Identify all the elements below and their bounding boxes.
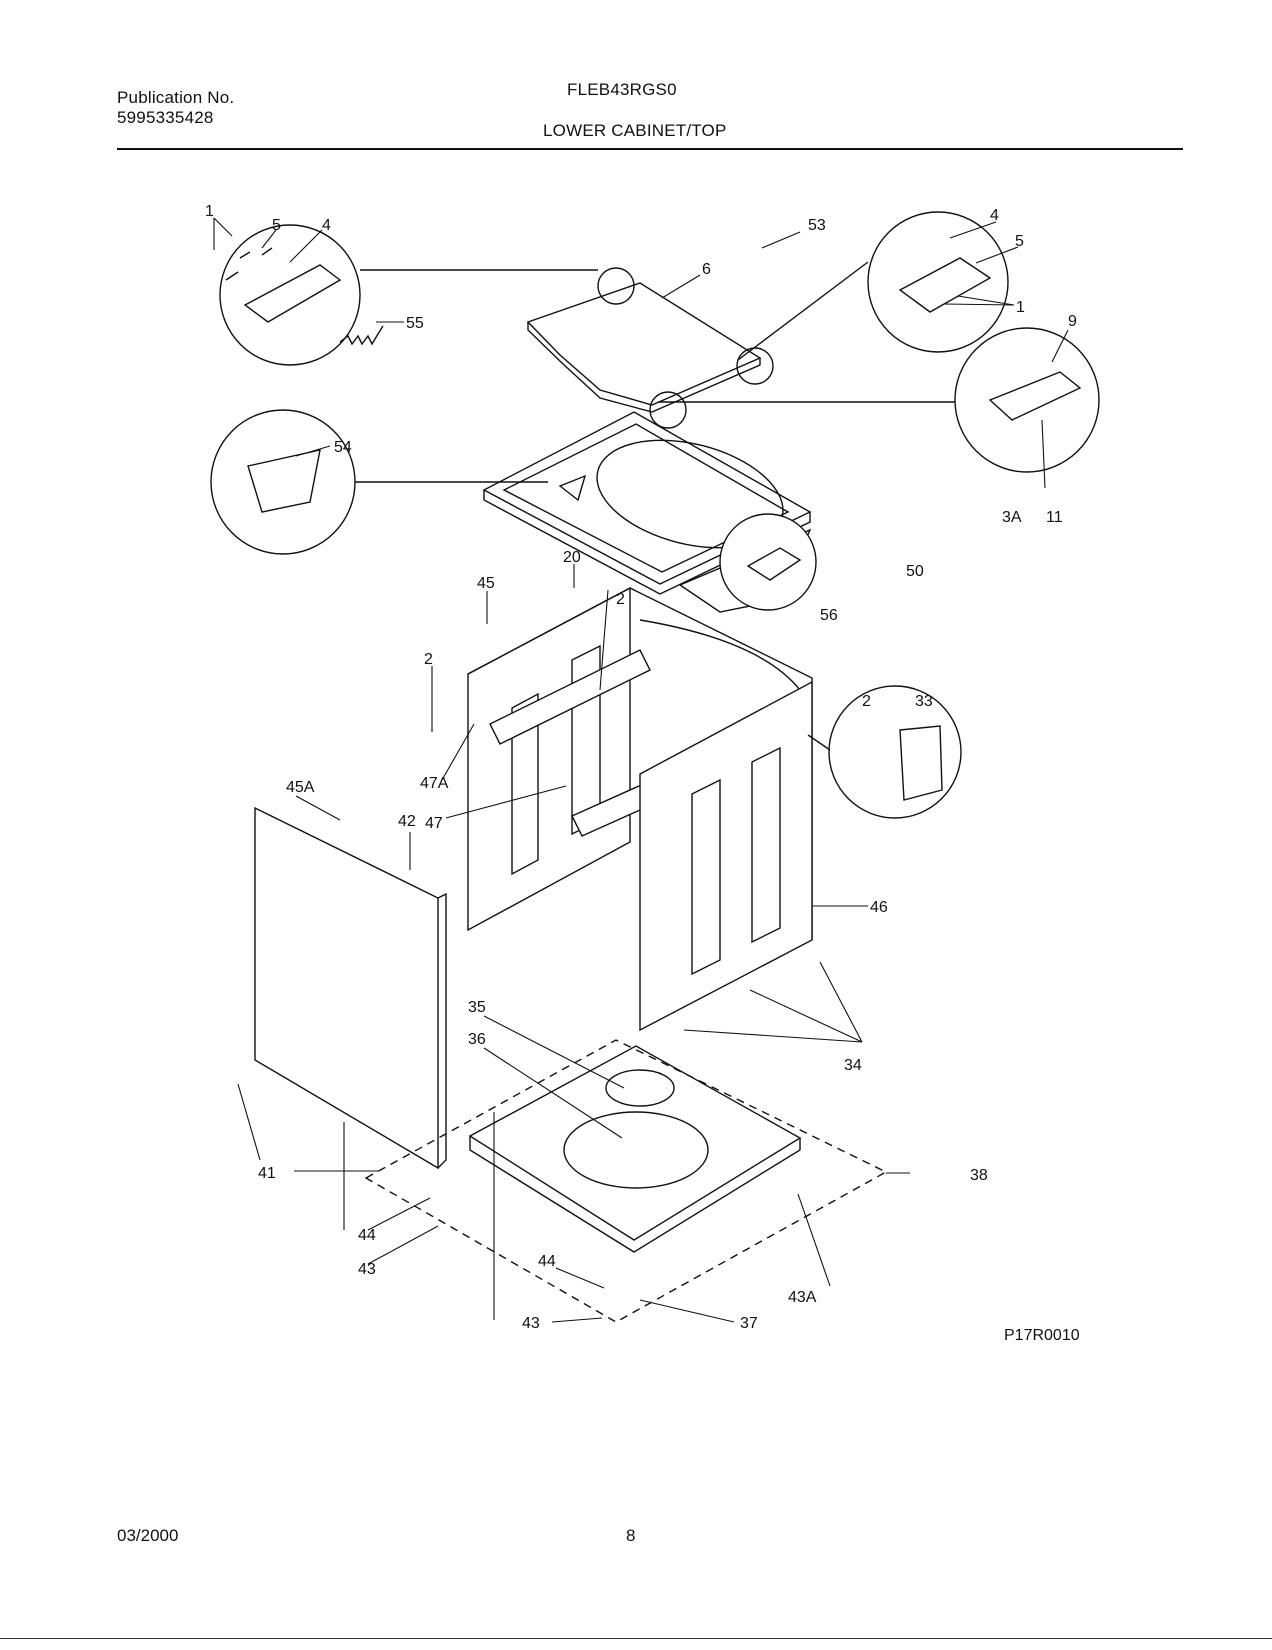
label-47A: 47A (420, 775, 449, 792)
dispenser-part (247, 449, 321, 513)
label-34: 34 (844, 1057, 862, 1074)
lid-part (526, 282, 762, 406)
bracket-part (899, 725, 943, 801)
label-35: 35 (468, 999, 486, 1016)
drawing-id: P17R0010 (1004, 1327, 1080, 1344)
section-title: LOWER CABINET/TOP (543, 121, 727, 140)
header-rule (117, 148, 1183, 150)
hinge-detail-right (867, 211, 1009, 353)
label-41: 41 (258, 1165, 276, 1182)
label-5: 5 (272, 217, 281, 234)
label-9: 9 (1068, 313, 1077, 330)
label-37: 37 (740, 1315, 758, 1332)
label-45: 45 (477, 575, 495, 592)
top-cover-edge (483, 490, 811, 595)
label-55: 55 (406, 315, 424, 332)
label-11: 11 (1046, 509, 1063, 526)
top-cover-inner (502, 423, 790, 573)
hinge-screws-left (225, 247, 273, 281)
hinge-bracket-right (898, 257, 992, 313)
label-1: 1 (205, 203, 214, 220)
side-panel-slot-a (691, 778, 721, 976)
base-hub (563, 1111, 709, 1189)
model-number: FLEB43RGS0 (567, 80, 677, 99)
side-panel-slot-b (751, 746, 781, 944)
hinge-bracket-left (243, 264, 342, 323)
base-part (468, 1045, 802, 1241)
label-2-left: 2 (424, 651, 433, 668)
dispenser-opening (558, 474, 587, 502)
hinge-callout-circle-c (649, 391, 687, 429)
label-2-right: 2 (862, 693, 871, 710)
label-33: 33 (915, 693, 933, 710)
bracket-detail (828, 685, 962, 819)
hinge-detail-9 (954, 327, 1100, 473)
front-panel-edge (437, 892, 447, 1169)
side-panel (639, 680, 813, 1032)
page-number: 8 (626, 1526, 636, 1545)
label-43A: 43A (788, 1289, 817, 1306)
label-44-left: 44 (358, 1227, 376, 1244)
tub-seal-35 (605, 1069, 675, 1107)
label-47: 47 (425, 815, 443, 832)
hinge-block (988, 371, 1082, 421)
callout-line-33 (807, 734, 831, 751)
label-43-bottom: 43 (522, 1315, 540, 1332)
label-6: 6 (702, 261, 711, 278)
label-2-top: 2 (616, 591, 625, 608)
label-46: 46 (870, 899, 888, 916)
label-5-right: 5 (1015, 233, 1024, 250)
label-53: 53 (808, 217, 826, 234)
label-20: 20 (563, 549, 581, 566)
brace-47A (489, 649, 651, 745)
rear-panel (467, 586, 631, 932)
hinge-detail-left (219, 224, 361, 366)
hinge-callout-circle-a (597, 267, 635, 305)
label-45A: 45A (286, 779, 315, 796)
label-43-left: 43 (358, 1261, 376, 1278)
label-56: 56 (820, 607, 838, 624)
label-1-right: 1 (1016, 299, 1025, 316)
base-edge (469, 1136, 801, 1253)
footer-date: 03/2000 (117, 1526, 179, 1545)
label-38: 38 (970, 1167, 988, 1184)
label-4-right: 4 (990, 207, 999, 224)
leader-lines (213, 217, 1069, 1323)
label-50: 50 (906, 563, 924, 580)
switch-part (746, 547, 802, 581)
label-42: 42 (398, 813, 416, 830)
publication-number: 5995335428 (117, 108, 214, 127)
switch-detail (719, 513, 817, 611)
label-54: 54 (334, 439, 352, 456)
bottom-rule (0, 1638, 1272, 1639)
rear-panel-slot-a (511, 692, 539, 876)
publication-label: Publication No. (117, 88, 235, 107)
label-3A: 3A (1002, 509, 1022, 526)
spring-part (339, 325, 384, 346)
label-36: 36 (468, 1031, 486, 1048)
dispenser-detail (210, 409, 356, 555)
label-4: 4 (322, 217, 331, 234)
lid-edge (527, 322, 761, 413)
label-44-bottom: 44 (538, 1253, 556, 1270)
cabinet-tub-outline (639, 619, 801, 691)
callout-line-right (737, 261, 869, 361)
